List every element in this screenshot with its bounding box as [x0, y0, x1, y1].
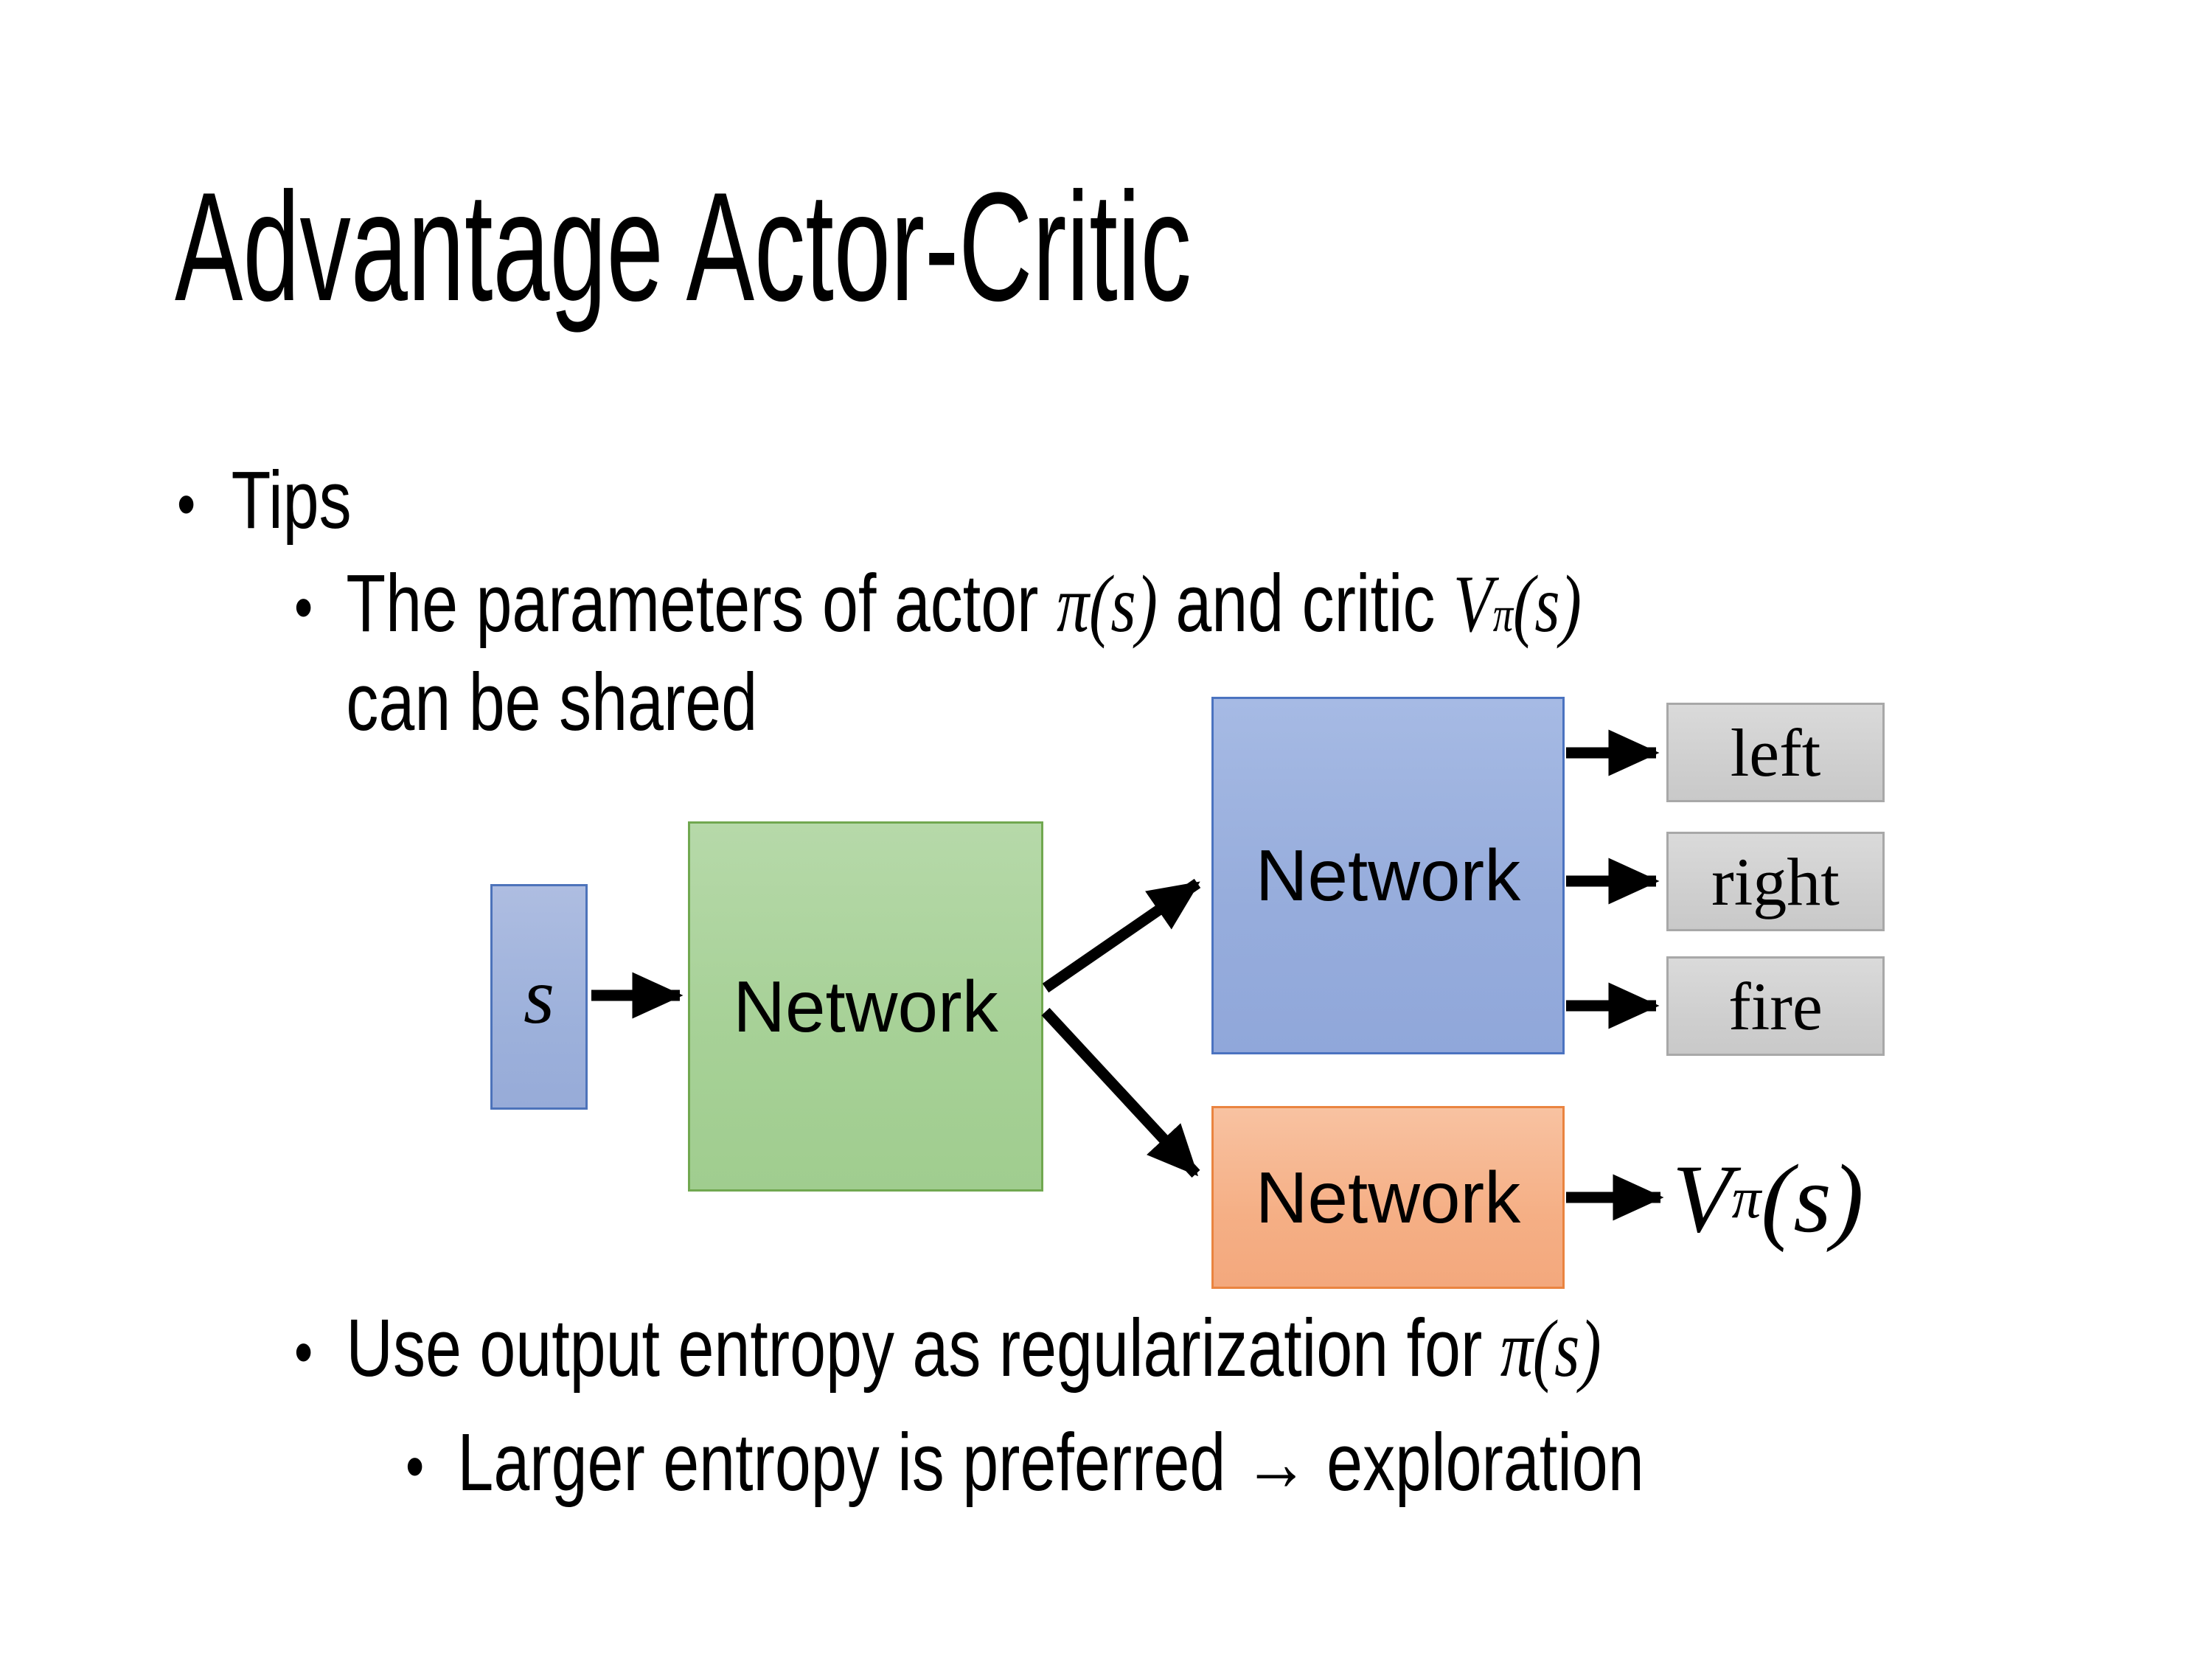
- bullet-shared-parameters: The parameters of actor π(s) and critic …: [294, 554, 1582, 752]
- tip2-actor-formula: π(s): [1500, 1304, 1601, 1394]
- critic-output-base: V: [1672, 1144, 1732, 1253]
- arrow-shared-to-actor: [1042, 878, 1201, 993]
- shared-network-label: Network: [733, 965, 998, 1047]
- tip1-text-before: The parameters of actor: [346, 558, 1057, 649]
- tip1-text-mid: and critic: [1157, 558, 1453, 649]
- tip1-actor-formula: π(s): [1056, 559, 1158, 649]
- bullet-entropy-regularization: Use output entropy as regularization for…: [294, 1299, 1601, 1402]
- action-box-fire: fire: [1666, 956, 1885, 1056]
- input-state-label: s: [523, 953, 555, 1040]
- input-state-box: s: [490, 884, 588, 1110]
- tip2-text-before: Use output entropy as regularization for: [346, 1303, 1500, 1394]
- action-label-fire: fire: [1728, 968, 1823, 1044]
- actor-network-box: Network: [1211, 697, 1565, 1054]
- action-box-right: right: [1666, 832, 1885, 931]
- tip1-critic-args: (s): [1513, 559, 1582, 649]
- critic-output-args: (s): [1761, 1144, 1864, 1253]
- slide-title: Advantage Actor-Critic: [175, 160, 1192, 333]
- tip3-text: Larger entropy is preferred → exploratio…: [457, 1417, 1644, 1508]
- tips-label: Tips: [231, 455, 352, 546]
- action-box-left: left: [1666, 703, 1885, 802]
- bullet-tips: Tips: [177, 451, 352, 554]
- tip1-critic-base: V: [1453, 559, 1493, 649]
- tip1-line2: can be shared: [346, 657, 758, 748]
- critic-network-label: Network: [1255, 1156, 1521, 1238]
- critic-network-box: Network: [1211, 1106, 1565, 1289]
- bullet-larger-entropy: Larger entropy is preferred → exploratio…: [406, 1413, 1644, 1516]
- arrow-shared-to-critic: [1041, 1007, 1200, 1178]
- action-label-left: left: [1730, 714, 1821, 790]
- action-label-right: right: [1711, 844, 1840, 919]
- tip1-critic-superscript: π: [1492, 586, 1514, 642]
- actor-network-label: Network: [1255, 835, 1521, 916]
- shared-network-box: Network: [688, 821, 1043, 1192]
